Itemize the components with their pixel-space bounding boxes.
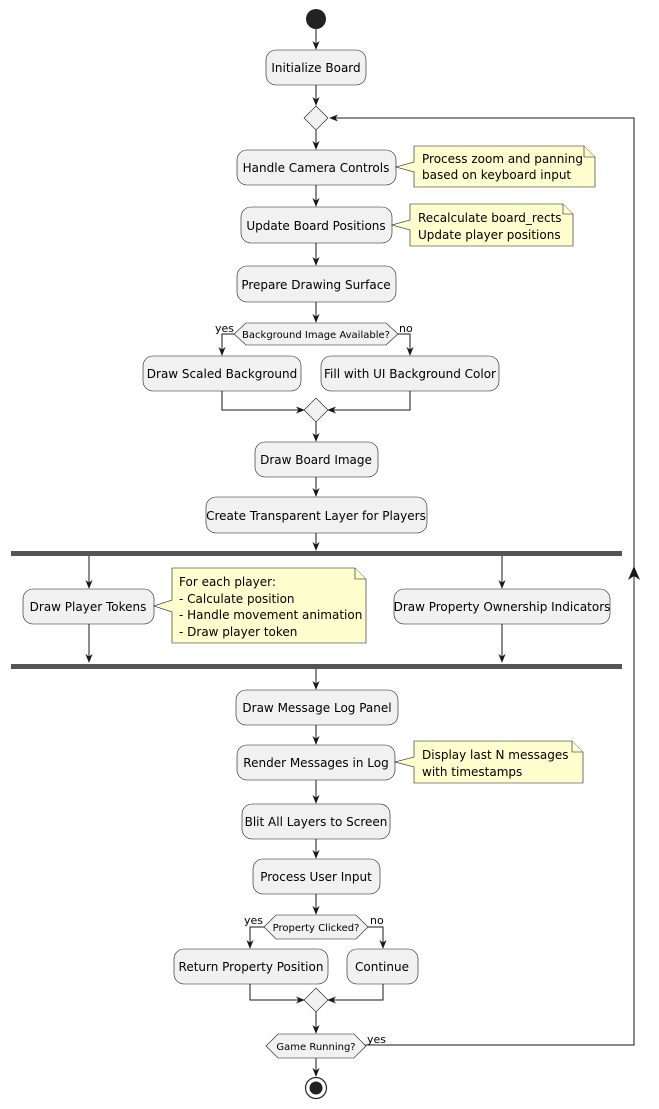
svg-text:Background Image Available?: Background Image Available?	[242, 330, 390, 341]
svg-text:Render Messages in Log: Render Messages in Log	[243, 756, 388, 770]
activity-draw-message-log-panel: Draw Message Log Panel	[235, 689, 399, 726]
activity-render-messages: Render Messages in Log	[236, 744, 396, 781]
decision-property-clicked: Property Clicked?	[263, 914, 369, 940]
decision-game-running: Game Running?	[265, 1033, 367, 1059]
svg-text:Draw Scaled Background: Draw Scaled Background	[147, 367, 297, 381]
activity-create-transparent-layer: Create Transparent Layer for Players	[205, 496, 428, 534]
end-node	[304, 1076, 328, 1100]
note-board-positions: Recalculate board_rects Update player po…	[390, 203, 574, 247]
svg-text:Continue: Continue	[355, 960, 409, 974]
decision-background-available: Background Image Available?	[233, 322, 399, 346]
activity-draw-board-image: Draw Board Image	[254, 441, 379, 478]
svg-text:Draw Property Ownership Indica: Draw Property Ownership Indicators	[394, 600, 611, 614]
merge-diamond-loop	[303, 105, 329, 131]
activity-update-board-positions: Update Board Positions	[240, 206, 393, 244]
svg-text:For each player:: For each player:	[179, 575, 276, 589]
label-yes-property: yes	[244, 914, 263, 927]
start-node	[306, 9, 326, 29]
connectors	[85, 29, 640, 1077]
fork-bar	[11, 551, 622, 556]
label-yes-background: yes	[215, 322, 234, 335]
svg-text:Draw Player Tokens: Draw Player Tokens	[30, 600, 147, 614]
activity-blit-all-layers: Blit All Layers to Screen	[241, 803, 391, 840]
note-messages: Display last N messages with timestamps	[393, 740, 584, 784]
svg-text:- Draw player token: - Draw player token	[179, 625, 297, 639]
svg-text:Update Board Positions: Update Board Positions	[246, 219, 385, 233]
label-yes-game-running: yes	[367, 1033, 386, 1046]
svg-text:Create Transparent Layer for P: Create Transparent Layer for Players	[206, 509, 426, 523]
svg-text:Return Property Position: Return Property Position	[179, 960, 324, 974]
activity-handle-camera-controls: Handle Camera Controls	[236, 149, 397, 186]
activity-draw-property-ownership: Draw Property Ownership Indicators	[394, 588, 611, 625]
merge-diamond-property	[303, 987, 329, 1013]
svg-text:Update player positions: Update player positions	[418, 228, 561, 242]
activity-fill-ui-background: Fill with UI Background Color	[320, 355, 500, 392]
svg-text:based on keyboard input: based on keyboard input	[422, 168, 571, 182]
svg-text:Handle Camera Controls: Handle Camera Controls	[243, 161, 390, 175]
activity-initialize-board: Initialize Board	[265, 49, 367, 86]
activity-return-property-position: Return Property Position	[173, 948, 329, 985]
svg-text:Fill with UI Background Color: Fill with UI Background Color	[324, 367, 496, 381]
join-bar	[11, 664, 622, 669]
svg-text:Display last N messages: Display last N messages	[422, 748, 568, 762]
activity-process-user-input: Process User Input	[252, 858, 381, 895]
note-players: For each player: - Calculate position - …	[153, 567, 367, 644]
label-no-background: no	[399, 322, 413, 335]
svg-text:Process User Input: Process User Input	[260, 870, 372, 884]
svg-text:- Handle movement animation: - Handle movement animation	[179, 608, 362, 622]
svg-text:Prepare Drawing Surface: Prepare Drawing Surface	[241, 278, 390, 292]
activity-draw-scaled-background: Draw Scaled Background	[142, 355, 302, 392]
label-no-property: no	[370, 914, 384, 927]
svg-text:Recalculate board_rects: Recalculate board_rects	[418, 211, 562, 225]
svg-text:Blit All Layers to Screen: Blit All Layers to Screen	[245, 815, 388, 829]
merge-diamond-background	[303, 397, 329, 423]
svg-text:- Calculate position: - Calculate position	[179, 592, 295, 606]
activity-continue: Continue	[346, 948, 419, 985]
activity-prepare-drawing-surface: Prepare Drawing Surface	[236, 265, 397, 303]
note-camera: Process zoom and panning based on keyboa…	[394, 145, 596, 188]
svg-text:with timestamps: with timestamps	[422, 765, 522, 779]
svg-text:Draw Message Log Panel: Draw Message Log Panel	[242, 701, 391, 715]
svg-text:Process zoom and panning: Process zoom and panning	[422, 152, 583, 166]
svg-text:Draw Board Image: Draw Board Image	[260, 453, 372, 467]
activity-draw-player-tokens: Draw Player Tokens	[22, 588, 155, 625]
svg-text:Initialize Board: Initialize Board	[271, 61, 360, 75]
svg-text:Game Running?: Game Running?	[276, 1042, 355, 1053]
svg-text:Property Clicked?: Property Clicked?	[273, 923, 360, 934]
